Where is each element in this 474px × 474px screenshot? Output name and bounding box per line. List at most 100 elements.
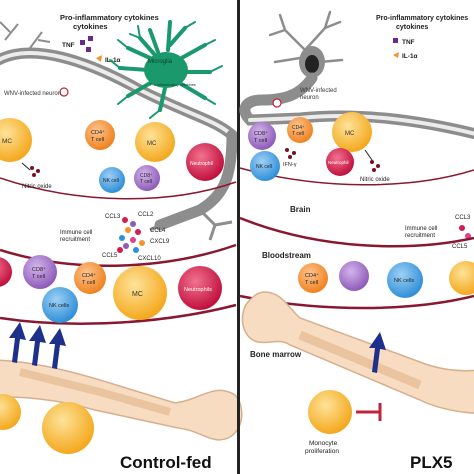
microglia-sub-label: Pro-inflammatory cytokines xyxy=(150,83,196,87)
left-brain-nk-label: NK cell xyxy=(103,178,119,184)
right-monocyte-label: Monocyte xyxy=(309,440,338,447)
right-ccl3-label: CCL3 xyxy=(455,215,471,221)
left-brain-cd4 xyxy=(85,120,115,150)
left-brain-mc xyxy=(0,118,32,162)
left-marrow-cell-1 xyxy=(0,394,21,430)
right-brain-neutrophil xyxy=(326,148,354,176)
left-blood-nk xyxy=(42,287,78,323)
right-bloodstream-label: Bloodstream xyxy=(262,251,311,260)
left-il1a-label: IL-1α xyxy=(105,57,121,64)
left-neuron-branches xyxy=(149,208,233,241)
right-cytokine-title-2: cytokines xyxy=(396,24,428,31)
left-recruit-label-2: recruitment xyxy=(60,237,90,243)
right-ifn-dot-3 xyxy=(288,155,292,159)
left-nitric-label: Nitric oxide xyxy=(22,184,52,190)
left-marrow-cell-2 xyxy=(42,402,94,454)
right-infected-label: WNV-infected xyxy=(300,88,337,94)
right-recruit-label-2: recruitment xyxy=(405,233,435,239)
left-nitric-arrow xyxy=(21,162,31,171)
left-up-arrows xyxy=(9,322,66,369)
left-brain-boundary xyxy=(0,177,237,200)
right-monocyte-label-2: proliferation xyxy=(305,448,339,455)
right-cytokine-title: Pro-inflammatory cytokines xyxy=(376,15,468,22)
left-infected-neuron-label: WNV-infected neuron xyxy=(4,91,61,97)
right-brain-nk-label: NK cell xyxy=(256,164,272,170)
right-no-dot-3 xyxy=(372,168,376,172)
left-brain-mc-2-label: MC xyxy=(147,141,157,147)
right-brain-nk xyxy=(250,151,280,181)
left-ccl2-label: CCL2 xyxy=(138,212,154,218)
left-panel: WNV-infected neuron Pro-inflammatory cyt… xyxy=(0,13,243,472)
left-blood-cd8 xyxy=(23,255,57,289)
right-blood-nk-label: NK cells xyxy=(394,278,414,284)
left-vessel-bottom xyxy=(0,303,237,325)
left-cytokine-title: Pro-inflammatory cytokines xyxy=(60,13,159,22)
left-no-dot-1 xyxy=(30,166,34,170)
left-brain-cd8-label: CD8⁺ xyxy=(140,173,153,179)
right-neuron-axon-inner xyxy=(248,114,474,136)
right-brain-cd4-label-2: T cell xyxy=(292,131,304,137)
left-ccl4-label: CCL4 xyxy=(150,228,166,234)
right-blood-cd4-label-2: T cell xyxy=(305,280,318,286)
left-tnf-square-2 xyxy=(88,36,93,41)
left-blood-mc xyxy=(113,266,167,320)
left-blood-cd4-label-2: T cell xyxy=(82,280,95,286)
left-blood-cell-edge xyxy=(0,257,12,287)
right-no-dot-1 xyxy=(370,160,374,164)
right-up-arrow xyxy=(369,332,386,373)
right-infected-label-2: neuron xyxy=(300,95,319,101)
right-no-dot-2 xyxy=(376,164,380,168)
right-brain-cd8 xyxy=(248,122,276,150)
right-nitric-label: Nitric oxide xyxy=(360,177,390,183)
left-il1a-triangle xyxy=(96,55,102,62)
right-blood-mc-edge xyxy=(449,261,474,295)
left-ccl5-label: CCL5 xyxy=(102,253,118,259)
right-monocyte xyxy=(308,390,352,434)
right-vessel-top xyxy=(239,216,474,248)
left-virus-marker xyxy=(59,87,69,97)
left-bone xyxy=(0,359,243,441)
left-neuron-dendrites xyxy=(0,21,51,49)
left-blood-mc-label: MC xyxy=(132,291,143,298)
left-brain-mc-2 xyxy=(135,122,175,162)
right-il1a-triangle xyxy=(393,52,399,58)
left-ccl3-label: CCL3 xyxy=(105,214,121,220)
left-brain-nk xyxy=(99,167,125,193)
right-brain-cd4-label: CD4⁺ xyxy=(292,125,305,131)
right-brain-cd8-label-2: T cell xyxy=(254,138,267,144)
left-recruit-label: Immune cell xyxy=(60,230,92,236)
left-vessel-top xyxy=(0,243,237,268)
right-blood-nk xyxy=(387,262,423,298)
right-brain-mc-label: MC xyxy=(345,131,355,137)
left-chemokine-dots xyxy=(117,217,145,253)
microglia-label: Microglia xyxy=(148,59,173,65)
right-blood-cd8 xyxy=(339,261,369,291)
left-brain-neutrophil xyxy=(186,143,224,181)
left-blood-cd8-label: CD8⁺ xyxy=(32,266,46,273)
right-neuron xyxy=(268,10,344,78)
right-brain-label: Brain xyxy=(290,205,311,214)
right-ccl5-label: CCL5 xyxy=(452,244,468,250)
left-tnf-square-3 xyxy=(86,47,91,52)
left-blood-neutrophil-label: Neutrophils xyxy=(184,287,212,293)
right-bone-marrow-label: Bone marrow xyxy=(250,350,302,359)
left-condition-label: Control-fed xyxy=(120,453,212,472)
right-tnf-label: TNF xyxy=(402,39,415,46)
right-panel: WNV-infected neuron Pro-inflammatory cyt… xyxy=(239,10,474,472)
right-condition-label: PLX5 xyxy=(410,453,453,472)
panel-divider xyxy=(237,0,240,474)
left-tnf-label: TNF xyxy=(62,42,75,49)
left-cytokine-title-2: cytokines xyxy=(73,22,108,31)
right-il1a-label: IL-1α xyxy=(402,53,418,60)
right-brain-cd8-label: CD8⁺ xyxy=(254,130,268,137)
right-brain-neutrophil-label: Neutrophil xyxy=(328,160,349,165)
left-brain-cd4-label: CD4⁺ xyxy=(91,129,105,136)
right-chemokine-dot-1 xyxy=(459,225,465,231)
left-blood-cd4-label: CD4⁺ xyxy=(82,272,96,279)
right-ifn-dot-1 xyxy=(285,148,289,152)
left-blood-nk-label: NK cells xyxy=(49,303,69,309)
left-cxcl10-label: CXCL10 xyxy=(138,256,161,262)
left-tnf-square xyxy=(80,40,85,45)
left-brain-cd8-label-2: T cell xyxy=(140,179,152,185)
